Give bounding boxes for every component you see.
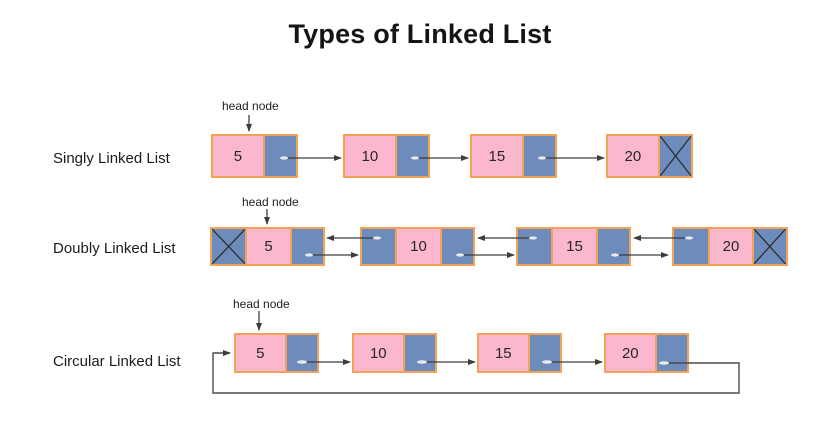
node-value: 15 — [494, 344, 512, 362]
head-node-label-singly: head node — [222, 99, 279, 113]
null-pointer-cell — [657, 136, 691, 176]
node-value: 10 — [369, 344, 387, 362]
head-node-label-circular: head node — [233, 297, 290, 311]
data-cell: 10 — [345, 136, 395, 176]
prev-pointer-cell — [518, 229, 552, 264]
next-pointer-cell — [289, 229, 323, 264]
doubly-node-2: 10 — [360, 227, 475, 266]
singly-node-3: 15 — [470, 134, 557, 178]
next-pointer-cell — [284, 335, 317, 371]
data-cell: 15 — [551, 229, 596, 264]
singly-node-1: 5 — [211, 134, 298, 178]
circular-node-4: 20 — [604, 333, 689, 373]
null-next-cell — [752, 229, 786, 264]
doubly-node-1: 5 — [210, 227, 325, 266]
null-x-icon — [660, 136, 691, 176]
doubly-node-3: 15 — [516, 227, 631, 266]
node-value: 10 — [361, 147, 379, 165]
data-cell: 20 — [606, 335, 655, 371]
data-cell: 15 — [472, 136, 522, 176]
next-pointer-cell — [262, 136, 296, 176]
row-label-singly: Singly Linked List — [53, 150, 170, 167]
circular-node-1: 5 — [234, 333, 319, 373]
null-prev-cell — [212, 229, 246, 264]
data-cell: 10 — [354, 335, 403, 371]
next-pointer-cell — [595, 229, 629, 264]
prev-pointer-cell — [362, 229, 396, 264]
node-value: 20 — [722, 238, 740, 255]
data-cell: 10 — [395, 229, 440, 264]
row-label-circular: Circular Linked List — [53, 353, 181, 370]
data-cell: 5 — [245, 229, 290, 264]
prev-pointer-cell — [674, 229, 708, 264]
null-x-icon — [754, 229, 786, 264]
circular-node-2: 10 — [352, 333, 437, 373]
next-pointer-cell — [654, 335, 687, 371]
circular-node-3: 15 — [477, 333, 562, 373]
singly-node-4: 20 — [606, 134, 693, 178]
node-value: 5 — [256, 344, 265, 362]
singly-node-2: 10 — [343, 134, 430, 178]
doubly-node-4: 20 — [672, 227, 788, 266]
row-label-doubly: Doubly Linked List — [53, 240, 176, 257]
page-title: Types of Linked List — [288, 19, 552, 49]
data-cell: 20 — [707, 229, 753, 264]
node-value: 15 — [566, 238, 583, 255]
next-pointer-cell — [527, 335, 560, 371]
node-value: 10 — [410, 238, 427, 255]
node-value: 20 — [621, 344, 639, 362]
next-pointer-cell — [394, 136, 428, 176]
node-value: 15 — [488, 147, 506, 165]
next-pointer-cell — [439, 229, 473, 264]
node-value: 20 — [624, 147, 642, 165]
data-cell: 5 — [236, 335, 285, 371]
data-cell: 20 — [608, 136, 658, 176]
null-x-icon — [212, 229, 245, 264]
data-cell: 15 — [479, 335, 528, 371]
node-value: 5 — [233, 147, 243, 165]
node-value: 5 — [264, 238, 273, 255]
next-pointer-cell — [402, 335, 435, 371]
data-cell: 5 — [213, 136, 263, 176]
next-pointer-cell — [521, 136, 555, 176]
head-node-label-doubly: head node — [242, 195, 299, 209]
